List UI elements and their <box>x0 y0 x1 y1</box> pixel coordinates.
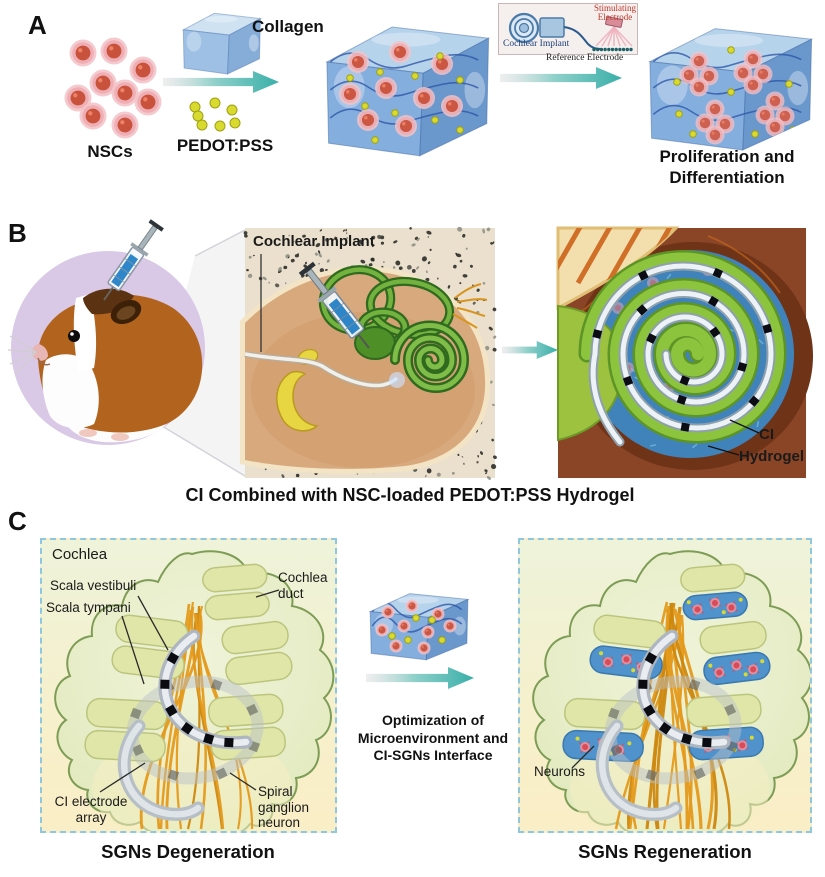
proliferated-hydrogel-cube-illustration <box>648 28 814 151</box>
cochlea-spiral-drawing <box>556 226 813 478</box>
stimulating-electrode-label: Stimulating Electrode <box>593 3 636 23</box>
ci-label: CI <box>759 426 774 443</box>
nsc-cells-illustration <box>64 37 162 139</box>
ear-anatomy-drawing <box>240 226 497 480</box>
cochlea-duct-label: Cochlea duct <box>278 570 328 601</box>
optimization-label: Optimization of Microenvironment and CI-… <box>357 712 509 763</box>
nsc-label: NSCs <box>87 142 133 161</box>
neurons-label: Neurons <box>534 764 586 779</box>
scala-tympani-label: Scala tympani <box>46 600 131 615</box>
collagen-label: Collagen <box>252 17 324 36</box>
cochlea-degeneration-drawing <box>54 550 335 831</box>
cochlear-implant-inset-label: Cochlear Implant <box>503 39 570 49</box>
reference-electrode-label: Reference Electrode <box>546 53 624 63</box>
guinea-pig-illustration <box>7 219 205 445</box>
cochlea-spiral-panel: CI Hydrogel <box>556 226 813 478</box>
panel-b-label: B <box>8 218 27 248</box>
panel-b-caption: CI Combined with NSC-loaded PEDOT:PSS Hy… <box>185 485 635 505</box>
arrow-right-icon <box>366 667 474 689</box>
sgn-regeneration-box: Neurons <box>518 538 812 833</box>
ci-device-inset: Stimulating Electrode Cochlear Implant R… <box>498 3 638 67</box>
ci-electrode-array-label: CI electrode array <box>54 794 128 825</box>
sgn-regeneration-caption: SGNs Regeneration <box>578 841 752 862</box>
panel-c-label: C <box>8 506 27 536</box>
arrow-right-icon <box>163 71 279 93</box>
cochlea-regeneration-drawing <box>532 550 810 831</box>
sgn-degeneration-caption: SGNs Degeneration <box>101 841 275 862</box>
hydrogel-cube-small-illustration <box>368 593 470 661</box>
cochlear-implant-label: Cochlear Implant <box>253 233 375 250</box>
scala-vestibuli-label: Scala vestibuli <box>50 578 137 593</box>
panel-a-label: A <box>28 10 47 40</box>
pedot-label: PEDOT:PSS <box>176 136 274 155</box>
ci-device-drawing <box>498 3 638 55</box>
hydrogel-cube-illustration <box>325 26 491 157</box>
spiral-ganglion-neuron-label: Spiral ganglion neuron <box>258 784 310 831</box>
collagen-cube-illustration <box>181 12 263 75</box>
cochlea-title: Cochlea <box>52 546 108 563</box>
proliferation-label: Proliferation and Differentiation <box>659 147 795 188</box>
hydrogel-label: Hydrogel <box>739 448 805 465</box>
sgn-degeneration-box: Cochlea Scala vestibuli Scala tympani Co… <box>40 538 337 833</box>
arrow-right-icon <box>502 341 558 359</box>
ear-anatomy-panel: Cochlear Implant <box>240 226 497 480</box>
pedot-dots-illustration <box>189 97 241 132</box>
arrow-right-icon <box>500 67 622 89</box>
